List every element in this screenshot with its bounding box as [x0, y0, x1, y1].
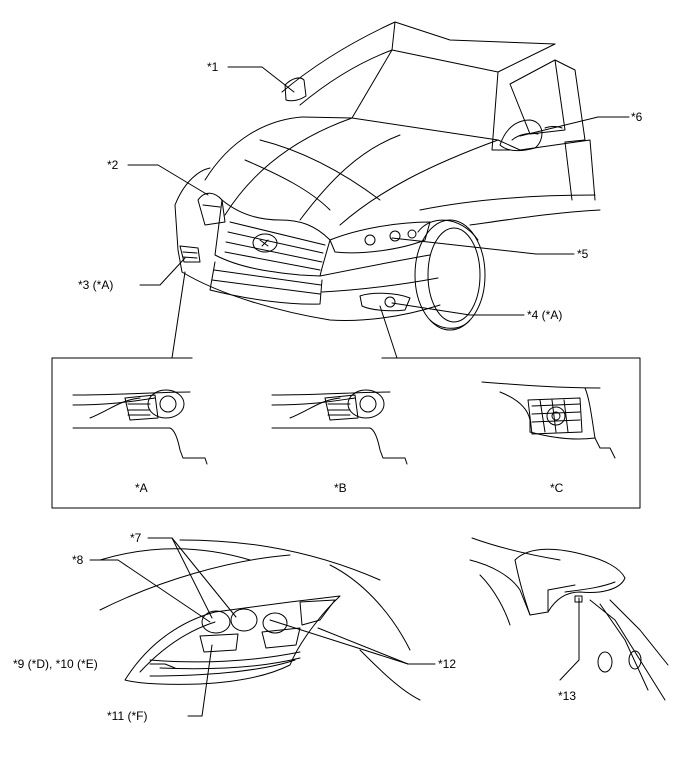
variant-a-label: *A — [135, 481, 148, 495]
variant-c-label: *C — [550, 481, 564, 495]
callout-2-label: *2 — [107, 158, 119, 172]
variant-b-label: *B — [334, 481, 347, 495]
callout-7-label: *7 — [130, 531, 142, 545]
callout-leader-13 — [559, 597, 580, 681]
callout-11-label: *11 (*F) — [107, 709, 147, 723]
callout-3-label: *3 (*A) — [78, 278, 113, 292]
mirror-detail — [469, 537, 669, 701]
variant-a-drawing — [72, 389, 208, 465]
callout-4-label: *4 (*A) — [527, 308, 562, 322]
headlight-detail — [99, 539, 421, 701]
callout-8-label: *8 — [72, 553, 84, 567]
callout-12-label: *12 — [438, 657, 456, 671]
detail-inset — [51, 271, 641, 509]
callout-1-label: *1 — [207, 60, 219, 74]
variant-c-drawing — [481, 381, 616, 459]
callout-6-label: *6 — [631, 110, 643, 124]
callout-13-label: *13 — [558, 689, 576, 703]
callout-9-10-label: *9 (*D), *10 (*E) — [13, 657, 98, 671]
car-front-illustration — [174, 21, 601, 331]
callout-5-label: *5 — [577, 247, 589, 261]
callout-leaders-main — [127, 66, 630, 316]
variant-b-drawing — [271, 389, 408, 465]
callout-leaders-headlight — [89, 537, 436, 717]
